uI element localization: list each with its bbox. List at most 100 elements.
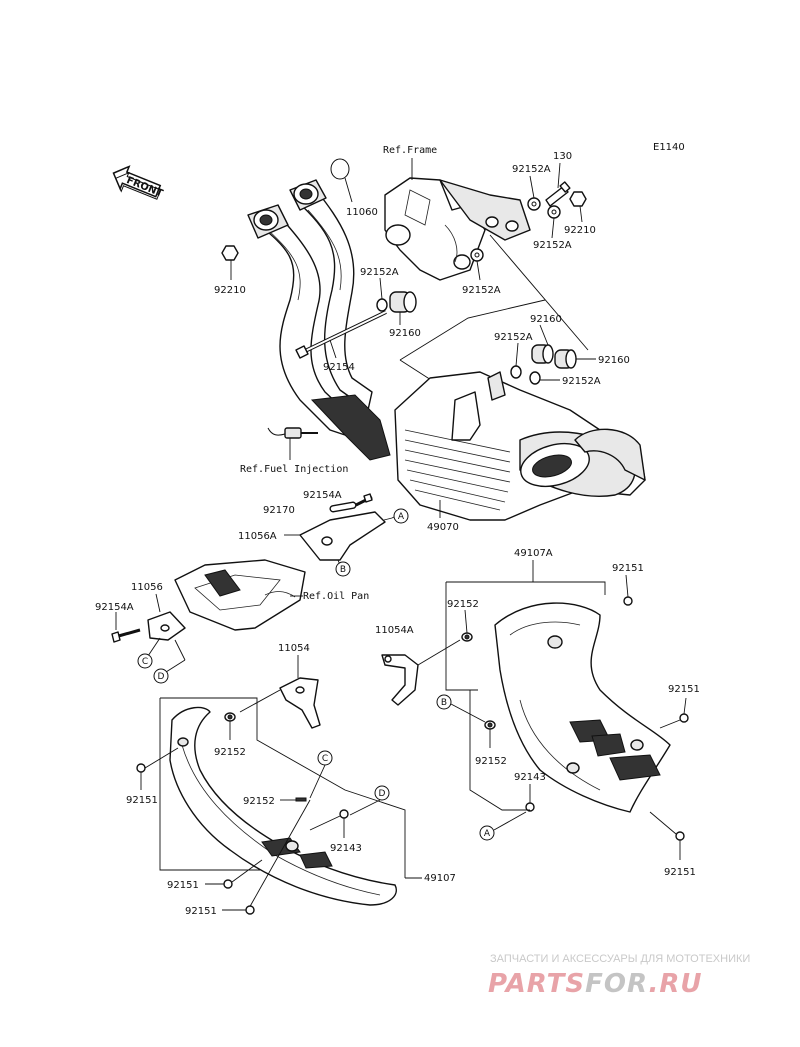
spacer-92170[interactable] — [329, 501, 357, 513]
callout-A-upper: A — [391, 508, 409, 524]
callout-B-lower: B — [436, 694, 486, 723]
exhaust-flange-right[interactable] — [289, 179, 327, 211]
label-130: 130 — [553, 151, 572, 162]
label-92152-cover: 92152 — [447, 599, 479, 610]
cover-49107A-frame-2 — [445, 582, 478, 691]
bolt-92154A-top[interactable] — [355, 493, 373, 507]
muffler-49070[interactable] — [310, 371, 646, 521]
front-arrow-icon: FRONT — [112, 165, 165, 200]
nut-92210-left[interactable] — [221, 245, 239, 280]
svg-text:B: B — [441, 698, 447, 708]
label-49070: 49070 — [427, 522, 459, 533]
bolt-92154A-left[interactable] — [111, 612, 141, 643]
label-92154A-top: 92154A — [303, 490, 342, 501]
callout-C-upper: C — [137, 637, 161, 669]
svg-text:B: B — [340, 565, 346, 575]
muffler-fins — [404, 429, 511, 511]
label-49107A: 49107A — [514, 548, 553, 559]
grommet-92152-mid[interactable] — [484, 720, 496, 748]
callout-D-upper: D — [153, 639, 186, 684]
callout-A-lower: A — [479, 811, 527, 841]
watermark-logo: ЗАПЧАСТИ И АКСЕССУАРЫ ДЛЯ МОТОТЕХНИКИ PA… — [488, 953, 750, 999]
label-92210-right: 92210 — [564, 225, 596, 236]
rubber-damper-92160-left[interactable] — [389, 291, 417, 325]
ref-fuel-injection-label: Ref.Fuel Injection — [240, 464, 348, 475]
svg-text:D: D — [379, 789, 386, 799]
svg-text:A: A — [484, 829, 491, 839]
bolt-130[interactable] — [545, 162, 571, 207]
screw-92151-left[interactable] — [136, 747, 179, 790]
label-92151-lower1: 92151 — [167, 880, 199, 891]
svg-text:C: C — [322, 754, 328, 764]
bracket-11056[interactable] — [147, 593, 186, 641]
label-92152A-muffler: 92152A — [494, 332, 533, 343]
screw-92151-lower1[interactable] — [205, 859, 263, 889]
cover-49107-frame — [159, 698, 260, 871]
bracket-11054A[interactable] — [381, 639, 461, 706]
label-92151-top: 92151 — [612, 563, 644, 574]
washer-92152A-bottom[interactable] — [529, 371, 560, 385]
rubber-damper-92160-top[interactable] — [531, 324, 554, 364]
svg-text:A: A — [398, 512, 405, 522]
gasket-11060[interactable] — [330, 158, 353, 203]
exhaust-flange-left[interactable] — [247, 204, 289, 239]
ref-oil-pan-label: Ref.Oil Pan — [303, 591, 369, 602]
muffler-cover-49107A[interactable] — [494, 602, 671, 813]
callout-C-lower: C — [247, 750, 333, 911]
label-92152-mid: 92152 — [475, 756, 507, 767]
bracket-11054[interactable] — [239, 655, 321, 729]
label-11054: 11054 — [278, 643, 310, 654]
label-92154: 92154 — [323, 362, 355, 373]
label-92154A-left: 92154A — [95, 602, 134, 613]
cover-49107-frame-2 — [160, 697, 406, 878]
washer-92152A-mid[interactable] — [376, 277, 388, 312]
screw-92151-right[interactable] — [659, 697, 689, 729]
bracket-11056A[interactable] — [284, 511, 393, 566]
washer-92152A-right[interactable] — [547, 205, 561, 239]
svg-text:D: D — [158, 672, 165, 682]
screw-92151-bottom[interactable] — [649, 811, 685, 860]
label-92152A-bottom: 92152A — [562, 376, 601, 387]
nut-92210-right[interactable] — [569, 191, 587, 223]
oil-pan — [174, 559, 306, 631]
washer-92152A-top[interactable] — [527, 175, 541, 211]
cover-49107A-lower-frame — [469, 690, 530, 811]
label-92152A-frame: 92152A — [462, 285, 501, 296]
rubber-damper-92160-right[interactable] — [554, 349, 596, 369]
washer-92152A-muffler[interactable] — [510, 342, 522, 379]
label-92152-left: 92152 — [214, 747, 246, 758]
cover-49107A-frame — [446, 581, 606, 595]
grommet-92152-cover[interactable] — [461, 609, 473, 642]
clip-92152-small[interactable] — [280, 797, 307, 802]
label-92170: 92170 — [263, 505, 295, 516]
muffler-cover-49107[interactable] — [169, 706, 397, 906]
label-11054A: 11054A — [375, 625, 414, 636]
label-92152-small: 92152 — [243, 796, 275, 807]
label-92143-left: 92143 — [330, 843, 362, 854]
label-92210-left: 92210 — [214, 285, 246, 296]
washer-92152A-frame[interactable] — [470, 248, 484, 281]
watermark-brand: PARTSFOR.RU — [488, 969, 703, 999]
label-92143-right: 92143 — [514, 772, 546, 783]
label-11056A: 11056A — [238, 531, 277, 542]
watermark-tagline: ЗАПЧАСТИ И АКСЕССУАРЫ ДЛЯ МОТОТЕХНИКИ — [490, 953, 750, 965]
screw-92151-lower2[interactable] — [222, 905, 255, 915]
label-92152A-right: 92152A — [533, 240, 572, 251]
svg-text:C: C — [142, 657, 148, 667]
label-11056: 11056 — [131, 582, 163, 593]
label-92151-right: 92151 — [668, 684, 700, 695]
grommet-92152-left[interactable] — [224, 712, 236, 740]
label-92160-right: 92160 — [598, 355, 630, 366]
o2-sensor — [267, 427, 318, 460]
label-92151-bottom: 92151 — [664, 867, 696, 878]
label-11060: 11060 — [346, 207, 378, 218]
screw-92151-top[interactable] — [623, 574, 633, 606]
label-92160-left: 92160 — [389, 328, 421, 339]
label-92151-left: 92151 — [126, 795, 158, 806]
bolt-92154[interactable] — [295, 310, 387, 359]
clip-92143-right[interactable] — [525, 784, 535, 812]
clip-92143-left[interactable] — [309, 809, 349, 838]
callout-D-lower: D — [349, 785, 390, 816]
label-92152A-top: 92152A — [512, 164, 551, 175]
